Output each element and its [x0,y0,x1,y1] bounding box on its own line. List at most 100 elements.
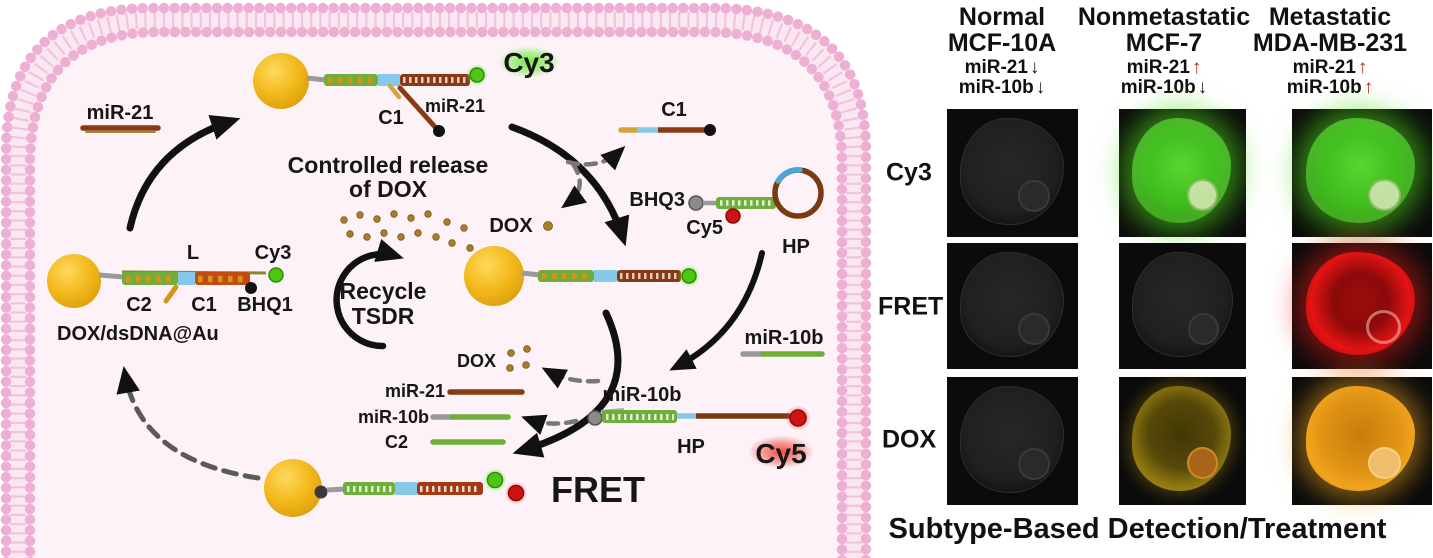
cell-body [1306,251,1416,356]
c1-label-2: C1 [191,294,217,316]
controlled-release-heading: Controlled release of DOX [288,152,489,202]
micrograph-dox-mcf7 [1119,377,1246,505]
cell-body [1131,117,1231,223]
cy3-dye-dot [268,267,284,283]
mir21-status: miR-21↓ [964,56,1040,78]
aunp-intermediate-conjugate [464,246,704,306]
released-dox: DOX [489,215,553,237]
gold-nanoparticle [253,53,309,109]
recycle-cycle: Recycle TSDR [333,238,427,350]
cell-body [960,251,1065,358]
cell-body [1131,385,1231,491]
mir10b-status: miR-10b↓ [958,77,1046,99]
mir21-label-3: miR-21 [385,381,445,401]
panel-caption: Subtype-Based Detection/Treatment [888,513,1387,545]
heading-line-2: of DOX [349,176,428,202]
bhq1-quencher-dot [245,282,257,294]
bhq3-label: BHQ3 [629,189,685,211]
mir10b-arrow: ↓ [1197,77,1208,99]
arrow-mir21-to-conjugate [126,114,241,232]
free-mir10b: miR-10b [740,327,825,357]
dox-label-2: DOX [457,351,496,371]
row-label-fret: FRET [878,292,944,321]
cell-membrane [0,2,872,558]
mir10b-arrow: ↓ [1035,77,1046,99]
c2-label-2: C2 [385,432,408,452]
subtype-label: Normal [958,3,1046,31]
c1-label-3: C1 [661,99,687,121]
arrow-hp-to-complex [669,250,765,371]
cy5-label-big: Cy5 [755,438,806,469]
legend-strands: miR-21 miR-10b C2 DOX [358,345,531,452]
cell-line-label: MCF-10A [947,29,1057,58]
micrograph-cy3-mdamb231 [1292,109,1432,237]
hp-label: HP [782,236,810,258]
cell-body [960,385,1065,493]
mechanism-diagram: Recycle TSDR Controlled release of DOX m… [0,2,872,558]
released-c1-strand: C1 [618,99,716,136]
mir21-label: miR-21 [87,102,154,124]
cell-body [1131,251,1233,358]
mir10b-hp-complex: miR-10b HP Cy5 [587,384,825,474]
mir21-arrow: ↓ [1029,56,1040,78]
cy3-label-big: Cy3 [503,47,554,78]
mir21-arrow: ↑ [1191,56,1202,78]
arrow-recycle-to-conjugate [116,366,261,481]
bhq1-quencher-dot [704,124,716,136]
mir10b-label: miR-10b [745,327,824,349]
row-label-dox: DOX [882,425,937,454]
dox-dsdna-au-label: DOX/dsDNA@Au [57,323,219,345]
subtype-label: Nonmetastatic [1077,3,1251,31]
dox-dots-cluster [340,210,474,252]
cy3-dye-dot [681,268,697,284]
cy3-label: Cy3 [255,242,292,264]
recycle-label-1: Recycle [340,278,427,304]
column-header-normal: Normal MCF-10A miR-21↓ miR-10b↓ [948,4,1056,98]
arrow-release-dox [561,161,588,209]
arrow-release-dox-2 [541,367,601,389]
column-header-metastatic: Metastatic MDA-MB-231 miR-21↑ miR-10b↑ [1253,4,1407,98]
bhq1-quencher-dot [433,125,445,137]
aunp-cy3-conjugate: C1 miR-21 Cy3 [253,41,571,137]
micrograph-dox-mcf10a [947,377,1078,505]
arrow-release-mir10b [521,414,579,435]
mir21-status: miR-21↑ [1126,56,1202,78]
cell-line-label: MDA-MB-231 [1252,29,1408,58]
cell-body [1306,385,1416,491]
mir10b-status: miR-10b↓ [1120,77,1208,99]
cell-line-label: MCF-7 [1125,29,1203,58]
cy5-label: Cy5 [686,217,723,239]
mir21-status: miR-21↑ [1292,56,1368,78]
micrograph-cy3-mcf7 [1119,109,1246,237]
free-mir21: miR-21 [80,102,161,133]
gold-nanoparticle [264,459,322,517]
micrograph-dox-mdamb231 [1292,377,1432,505]
gold-nanoparticle [47,254,101,308]
micrograph-fret-mcf7 [1119,243,1246,369]
fret-label: FRET [551,469,645,510]
anchor-dot [314,485,328,499]
mir10b-arrow: ↑ [1363,77,1374,99]
gold-nanoparticle [464,246,524,306]
release-arrows [116,145,626,481]
cy5-dye-dot [789,409,807,427]
bhq3-quencher-dot [587,410,603,426]
subtype-label: Metastatic [1268,3,1392,31]
cell-body [960,117,1065,225]
micrograph-cy3-mcf10a [947,109,1078,237]
bhq3-quencher-dot [688,195,704,211]
hp-hairpin-probe: BHQ3 Cy5 HP [629,167,824,258]
arrow-to-intermediate [508,123,630,247]
cy5-dye-dot [725,208,741,224]
l-label: L [187,242,199,264]
mir10b-status: miR-10b↑ [1286,77,1374,99]
mir10b-label-3: miR-10b [603,384,682,406]
mir21-arrow: ↑ [1357,56,1368,78]
arrow-to-fret [512,309,622,458]
reaction-arrows [126,114,765,458]
hp-label-2: HP [677,436,705,458]
bhq1-label: BHQ1 [237,294,293,316]
cell-body [1306,117,1416,223]
dox-label: DOX [489,215,533,237]
